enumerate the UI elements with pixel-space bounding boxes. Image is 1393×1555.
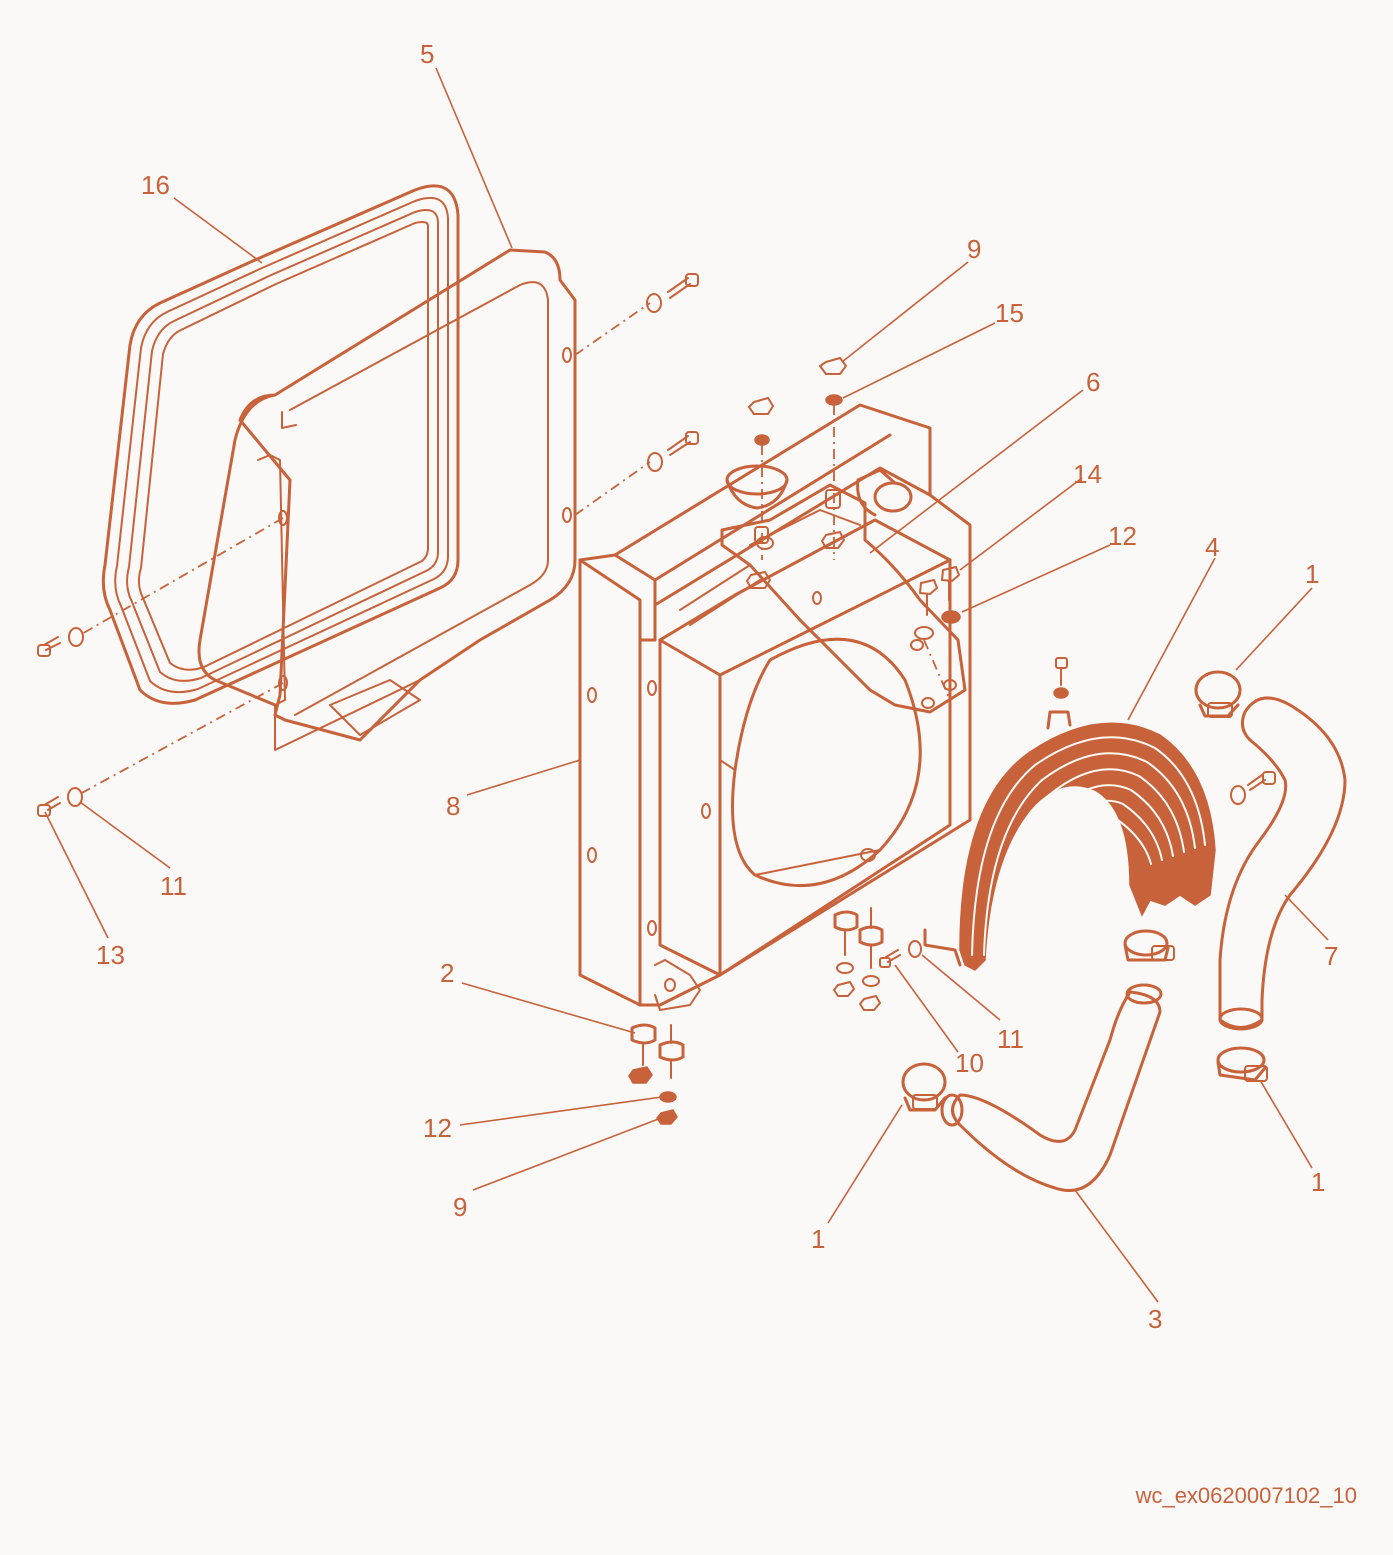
part-2-mounts xyxy=(628,907,922,1125)
callout-1-bottom-left: 1 xyxy=(811,1224,825,1254)
callout-7: 7 xyxy=(1324,941,1338,971)
part-5-fan-shroud xyxy=(197,248,577,751)
callout-9-top: 9 xyxy=(967,234,981,264)
callout-8: 8 xyxy=(446,791,460,821)
callout-1-top: 1 xyxy=(1305,559,1319,589)
callout-1-bottom-right: 1 xyxy=(1311,1167,1325,1197)
callout-11-left: 11 xyxy=(160,871,187,901)
leader-lines xyxy=(44,67,1329,1303)
callout-11-right: 11 xyxy=(997,1024,1024,1054)
bracket-hardware xyxy=(746,357,961,701)
callout-3: 3 xyxy=(1148,1304,1162,1334)
callout-9-bottom: 9 xyxy=(453,1192,467,1222)
part-1-clamps xyxy=(901,670,1268,1112)
shroud-bolts xyxy=(37,273,699,817)
callout-2: 2 xyxy=(440,958,454,988)
part-3-lower-hose xyxy=(940,983,1163,1193)
callout-6: 6 xyxy=(1086,367,1100,397)
callout-12-top: 12 xyxy=(1108,521,1137,551)
callout-4: 4 xyxy=(1205,532,1219,562)
part-8-radiator xyxy=(578,403,972,1011)
callout-13: 13 xyxy=(96,940,125,970)
drawing-id: wc_ex0620007102_10 xyxy=(1135,1483,1357,1508)
part-7-upper-hose xyxy=(1218,696,1347,1031)
part-16-seal xyxy=(101,184,460,705)
callout-15: 15 xyxy=(995,298,1024,328)
callout-12-bottom: 12 xyxy=(423,1113,452,1143)
callout-14: 14 xyxy=(1073,459,1102,489)
part-4-fan-guard xyxy=(923,657,1276,971)
callout-labels: 5 16 9 15 6 14 12 4 1 8 11 7 13 2 11 10 … xyxy=(96,39,1338,1334)
part-6-stay-bracket xyxy=(720,483,967,714)
callout-16: 16 xyxy=(141,170,170,200)
callout-10: 10 xyxy=(955,1048,984,1078)
callout-5: 5 xyxy=(420,39,434,69)
